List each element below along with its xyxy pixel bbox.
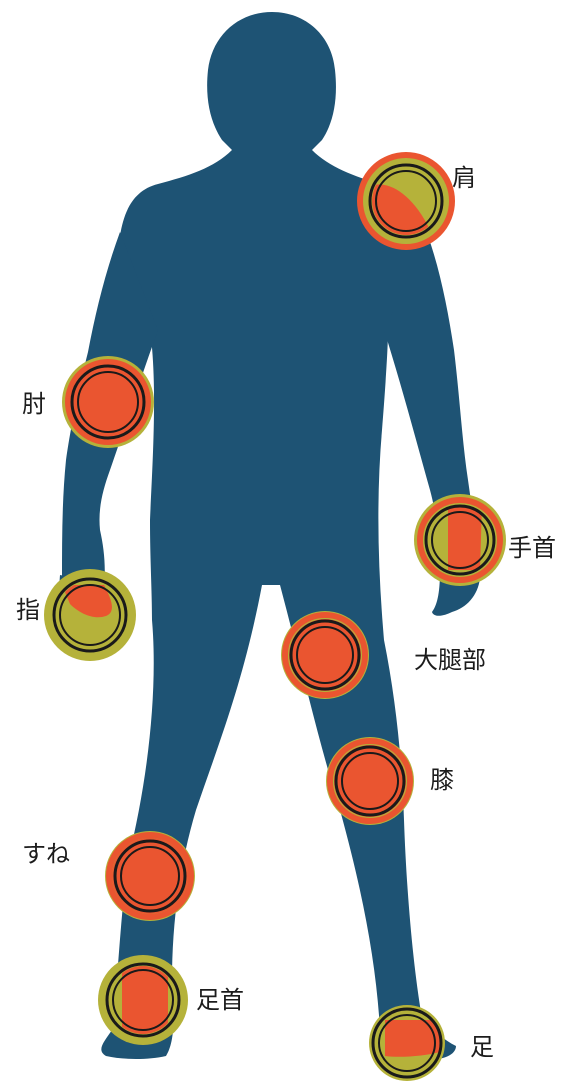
shin-label: すね — [22, 842, 70, 866]
shoulder-marker[interactable] — [360, 155, 452, 247]
knee-label: 膝 — [430, 768, 454, 792]
finger-marker[interactable] — [44, 569, 136, 661]
head — [207, 12, 336, 160]
knee-marker[interactable] — [326, 737, 414, 825]
elbow-label: 肘 — [22, 392, 46, 416]
elbow-marker[interactable] — [62, 356, 154, 448]
torso-and-legs — [101, 150, 456, 1060]
shoulder-label: 肩 — [452, 166, 476, 190]
wrist-label: 手首 — [508, 536, 556, 560]
ankle-marker-ring[interactable] — [98, 955, 188, 1045]
wrist-marker[interactable] — [414, 494, 506, 586]
finger-label: 指 — [16, 598, 40, 622]
foot-label: 足 — [470, 1035, 494, 1059]
thigh-label: 大腿部 — [414, 648, 486, 672]
foot-marker[interactable] — [369, 1005, 445, 1081]
shin-marker[interactable] — [105, 831, 195, 921]
ankle-label: 足首 — [196, 988, 244, 1012]
thigh-marker[interactable] — [281, 611, 369, 699]
